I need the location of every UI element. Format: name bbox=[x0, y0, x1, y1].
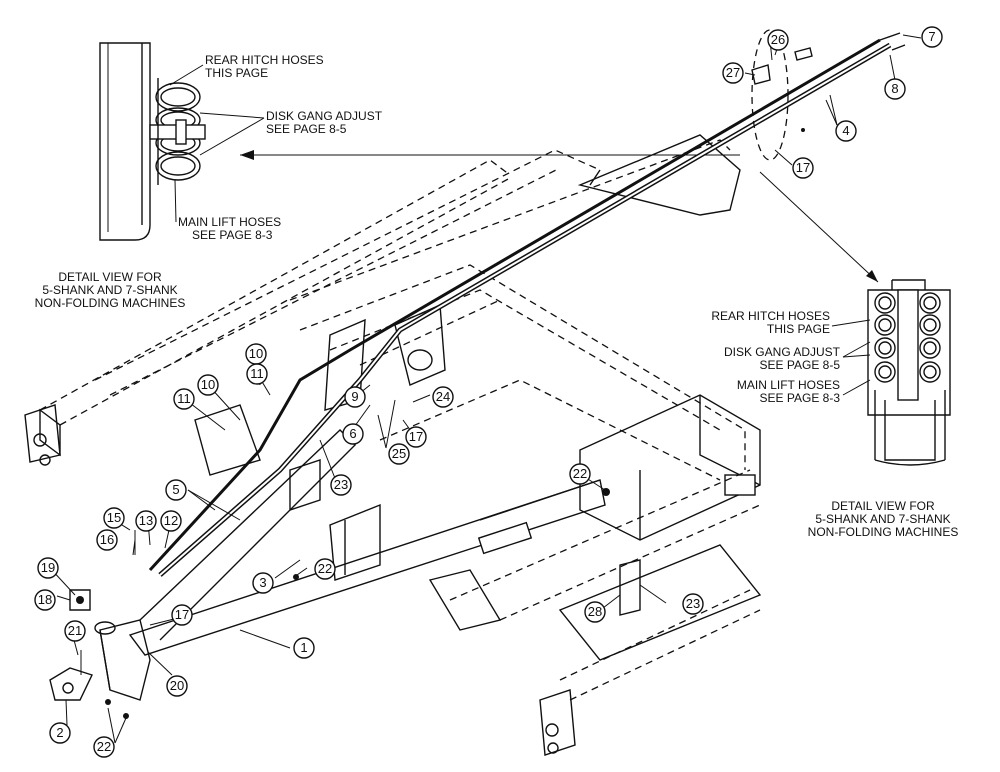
callout-18: 18 bbox=[34, 589, 56, 611]
svg-text:22: 22 bbox=[573, 466, 587, 481]
hydraulic-hoses bbox=[148, 32, 906, 577]
svg-text:12: 12 bbox=[164, 513, 178, 528]
svg-text:3: 3 bbox=[259, 575, 266, 590]
rear-hitch-label-line1: REAR HITCH HOSES bbox=[205, 53, 324, 67]
right-disk-gang-line1: DISK GANG ADJUST bbox=[724, 345, 841, 359]
callout-17a: 17 bbox=[792, 157, 814, 179]
svg-text:23: 23 bbox=[334, 477, 348, 492]
svg-text:11: 11 bbox=[250, 366, 264, 381]
callout-21: 21 bbox=[64, 620, 86, 642]
svg-text:2: 2 bbox=[56, 725, 63, 740]
callout-22a: 22 bbox=[569, 463, 591, 485]
callout-16: 16 bbox=[96, 529, 118, 551]
svg-text:17: 17 bbox=[409, 429, 423, 444]
right-main-lift-line1: MAIN LIFT HOSES bbox=[737, 378, 840, 392]
right-hose-detail: REAR HITCH HOSES THIS PAGE DISK GANG ADJ… bbox=[711, 279, 959, 539]
svg-text:27: 27 bbox=[726, 65, 740, 80]
callout-17c: 17 bbox=[171, 604, 193, 626]
right-caption-line1: DETAIL VIEW FOR bbox=[831, 499, 935, 513]
callout-24: 24 bbox=[432, 386, 454, 408]
svg-text:7: 7 bbox=[928, 29, 935, 44]
callout-11b: 11 bbox=[173, 388, 195, 410]
callout-7: 7 bbox=[921, 26, 943, 48]
callout-26: 26 bbox=[767, 29, 789, 51]
callout-13: 13 bbox=[135, 510, 157, 532]
callouts: 1 2 3 4 5 6 7 8 9 10 10 11 11 12 13 15 1… bbox=[34, 26, 943, 758]
svg-text:13: 13 bbox=[139, 513, 153, 528]
svg-text:15: 15 bbox=[107, 510, 121, 525]
callout-19: 19 bbox=[37, 557, 59, 579]
callout-27: 27 bbox=[722, 62, 744, 84]
svg-text:24: 24 bbox=[436, 389, 450, 404]
callout-25: 25 bbox=[388, 443, 410, 465]
main-lift-label-line2: SEE PAGE 8-3 bbox=[192, 228, 273, 242]
svg-text:20: 20 bbox=[170, 678, 184, 693]
svg-text:5: 5 bbox=[172, 482, 179, 497]
left-caption-line3: NON-FOLDING MACHINES bbox=[35, 296, 186, 310]
svg-text:23: 23 bbox=[686, 596, 700, 611]
svg-text:6: 6 bbox=[349, 426, 356, 441]
svg-text:9: 9 bbox=[351, 389, 358, 404]
callout-10b: 10 bbox=[197, 374, 219, 396]
svg-text:25: 25 bbox=[392, 446, 406, 461]
callout-17b: 17 bbox=[405, 426, 427, 448]
callout-6: 6 bbox=[342, 423, 364, 445]
right-main-lift-line2: SEE PAGE 8-3 bbox=[760, 391, 841, 405]
svg-text:26: 26 bbox=[771, 32, 785, 47]
svg-text:8: 8 bbox=[891, 81, 898, 96]
top-left-hose-detail: REAR HITCH HOSES THIS PAGE DISK GANG ADJ… bbox=[99, 42, 383, 242]
hitch-frame-assembly bbox=[24, 134, 762, 756]
left-caption-line2: 5-SHANK AND 7-SHANK bbox=[42, 283, 177, 297]
svg-text:19: 19 bbox=[41, 560, 55, 575]
right-rear-hitch-line1: REAR HITCH HOSES bbox=[711, 309, 830, 323]
rear-hitch-label-line2: THIS PAGE bbox=[205, 66, 268, 80]
svg-text:10: 10 bbox=[249, 346, 263, 361]
callout-22c: 22 bbox=[93, 736, 115, 758]
hitch-end-detail-ellipse bbox=[751, 29, 789, 161]
svg-text:16: 16 bbox=[100, 532, 114, 547]
callout-5: 5 bbox=[165, 479, 187, 501]
right-rear-hitch-line2: THIS PAGE bbox=[767, 322, 830, 336]
svg-text:18: 18 bbox=[38, 592, 52, 607]
callout-11a: 11 bbox=[246, 363, 268, 385]
callout-20: 20 bbox=[166, 675, 188, 697]
callout-4: 4 bbox=[835, 120, 857, 142]
svg-text:17: 17 bbox=[796, 160, 810, 175]
callout-9: 9 bbox=[344, 386, 366, 408]
svg-text:28: 28 bbox=[588, 604, 602, 619]
callout-10a: 10 bbox=[245, 343, 267, 365]
svg-text:22: 22 bbox=[97, 739, 111, 754]
callout-22b: 22 bbox=[314, 558, 336, 580]
callout-3: 3 bbox=[252, 572, 274, 594]
callout-28: 28 bbox=[584, 601, 606, 623]
svg-text:4: 4 bbox=[842, 123, 849, 138]
left-caption-line1: DETAIL VIEW FOR bbox=[58, 270, 162, 284]
right-caption-line3: NON-FOLDING MACHINES bbox=[808, 525, 959, 539]
callout-15: 15 bbox=[103, 507, 125, 529]
svg-text:22: 22 bbox=[318, 561, 332, 576]
callout-1: 1 bbox=[293, 637, 315, 659]
svg-text:11: 11 bbox=[177, 391, 191, 406]
svg-text:1: 1 bbox=[300, 640, 307, 655]
disk-gang-label-line1: DISK GANG ADJUST bbox=[266, 109, 383, 123]
callout-2: 2 bbox=[49, 722, 71, 744]
svg-text:17: 17 bbox=[175, 607, 189, 622]
detail-arrow-right bbox=[759, 171, 879, 283]
svg-text:10: 10 bbox=[201, 377, 215, 392]
right-caption-line2: 5-SHANK AND 7-SHANK bbox=[815, 512, 950, 526]
small-parts bbox=[49, 39, 813, 719]
callout-23a: 23 bbox=[330, 474, 352, 496]
callout-8: 8 bbox=[884, 78, 906, 100]
main-lift-label-line1: MAIN LIFT HOSES bbox=[178, 215, 281, 229]
left-detail-caption: DETAIL VIEW FOR 5-SHANK AND 7-SHANK NON-… bbox=[35, 270, 186, 310]
svg-text:21: 21 bbox=[68, 623, 82, 638]
disk-gang-label-line2: SEE PAGE 8-5 bbox=[266, 122, 347, 136]
right-disk-gang-line2: SEE PAGE 8-5 bbox=[760, 358, 841, 372]
callout-12: 12 bbox=[160, 510, 182, 532]
callout-23b: 23 bbox=[682, 593, 704, 615]
